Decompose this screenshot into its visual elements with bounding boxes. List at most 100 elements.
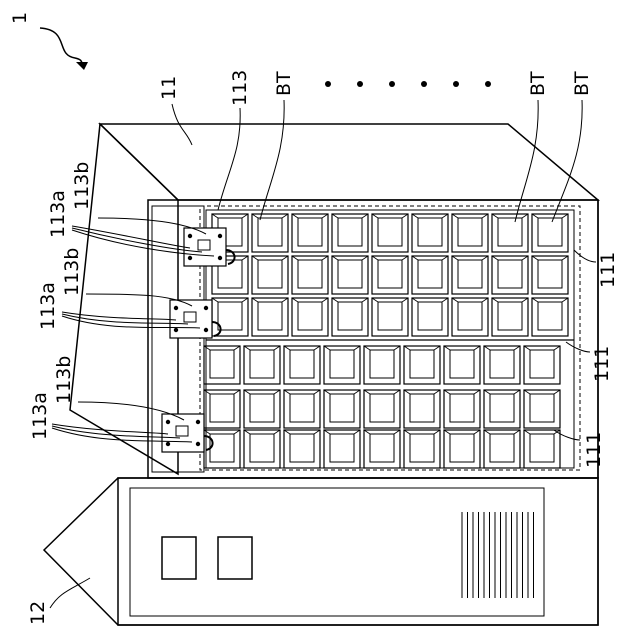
cable-hook — [212, 322, 221, 336]
label-port-a-2: 113a — [37, 282, 59, 330]
battery-slot — [364, 430, 400, 468]
battery-slot — [284, 346, 320, 384]
battery-slot — [412, 214, 448, 252]
leader-battery-1 — [260, 100, 284, 220]
battery-slot — [252, 298, 288, 336]
port-dot — [174, 306, 178, 310]
battery-slot — [524, 346, 560, 384]
battery-slot — [204, 390, 240, 428]
vent-grille — [462, 512, 534, 598]
label-port-a-1: 113a — [47, 190, 69, 238]
battery-slot — [524, 430, 560, 468]
battery-slot — [244, 346, 280, 384]
label-body: 11 — [158, 76, 180, 100]
battery-slot — [332, 298, 368, 336]
battery-slot — [212, 298, 248, 336]
battery-slot — [372, 256, 408, 294]
upper-body — [70, 124, 598, 478]
battery-slot — [332, 256, 368, 294]
battery-slot — [372, 214, 408, 252]
cable — [72, 226, 190, 248]
label-port-a-3: 113a — [29, 392, 51, 440]
port-dot — [196, 442, 200, 446]
base-cabinet — [44, 478, 598, 625]
battery-slot — [452, 214, 488, 252]
port-dot — [204, 306, 208, 310]
battery-slot — [292, 298, 328, 336]
battery-slot — [364, 390, 400, 428]
battery-slot — [532, 214, 568, 252]
port-dot — [188, 256, 192, 260]
panel-window-right — [218, 537, 252, 579]
battery-slot — [244, 430, 280, 468]
arrowhead-device — [76, 62, 88, 70]
label-battery-2: BT — [527, 71, 549, 96]
battery-slot — [372, 298, 408, 336]
cable — [72, 228, 202, 252]
label-port-b-1: 113b — [71, 162, 93, 210]
label-battery-1: BT — [273, 71, 295, 96]
connector-plate-1 — [72, 218, 235, 266]
label-slot-2: 111 — [591, 346, 613, 382]
leader-battery-2 — [515, 100, 538, 222]
label-port-b-2: 113b — [61, 248, 83, 296]
label-base: 12 — [27, 601, 49, 625]
battery-slot — [324, 390, 360, 428]
leader-slot-2 — [566, 342, 590, 352]
cable — [52, 426, 180, 438]
connector-plate-2 — [62, 294, 221, 338]
port-dot — [174, 328, 178, 332]
battery-slot — [332, 214, 368, 252]
battery-slot — [452, 298, 488, 336]
battery-slot — [292, 214, 328, 252]
battery-slot — [324, 346, 360, 384]
battery-slot — [492, 298, 528, 336]
cable-hook — [204, 436, 213, 450]
battery-slot — [252, 214, 288, 252]
battery-slot — [404, 390, 440, 428]
battery-slot — [484, 346, 520, 384]
label-connector-unit: 113 — [229, 70, 251, 106]
label-battery-3: BT — [571, 71, 593, 96]
label-slot-3: 111 — [583, 432, 605, 468]
battery-slot — [412, 298, 448, 336]
port-dot — [218, 234, 222, 238]
battery-slot — [532, 298, 568, 336]
battery-slot — [284, 430, 320, 468]
port-dot — [166, 442, 170, 446]
ellipsis-dots — [325, 81, 491, 87]
port-dot — [218, 256, 222, 260]
battery-slot — [484, 390, 520, 428]
leader-battery-3 — [552, 100, 582, 222]
battery-slot — [204, 346, 240, 384]
connector-plate-3 — [52, 402, 213, 452]
battery-slot — [364, 346, 400, 384]
battery-slot — [484, 430, 520, 468]
port-dot — [204, 328, 208, 332]
battery-slot — [524, 390, 560, 428]
port-dot — [188, 234, 192, 238]
battery-grid — [204, 214, 574, 468]
battery-slot — [324, 430, 360, 468]
battery-slot — [284, 390, 320, 428]
panel-window-left — [162, 537, 196, 579]
battery-slot — [444, 346, 480, 384]
battery-slot — [412, 256, 448, 294]
leader-slot-1 — [574, 250, 596, 262]
battery-slot — [492, 214, 528, 252]
battery-slot — [444, 390, 480, 428]
battery-slot — [404, 346, 440, 384]
leader-base — [50, 578, 90, 608]
battery-slot — [444, 430, 480, 468]
battery-slot — [532, 256, 568, 294]
battery-slot — [492, 256, 528, 294]
label-port-b-3: 113b — [53, 356, 75, 404]
label-device: 1 — [9, 12, 31, 24]
battery-slot — [292, 256, 328, 294]
label-slot-1: 111 — [597, 252, 619, 288]
battery-slot — [452, 256, 488, 294]
port-dot — [196, 420, 200, 424]
battery-slot — [244, 390, 280, 428]
battery-slot — [252, 256, 288, 294]
